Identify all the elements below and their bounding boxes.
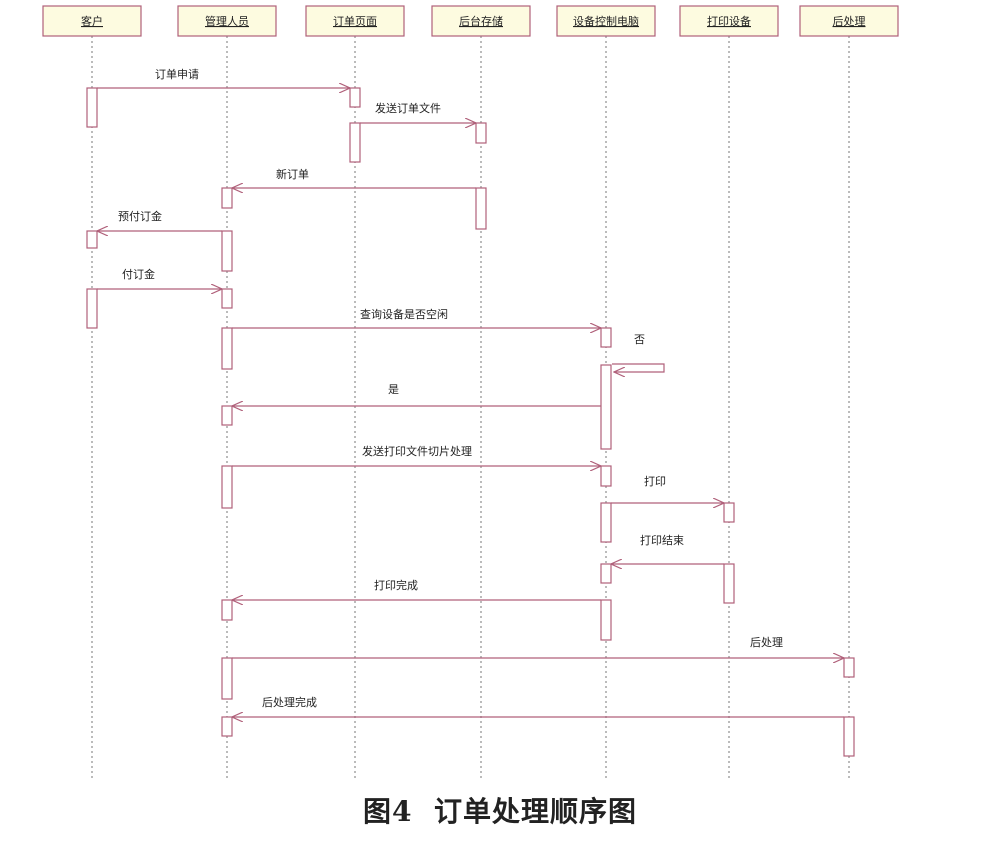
activation-bar-admin [221, 187, 233, 209]
activation-bar-postprocess [843, 716, 855, 757]
activation-bar-admin [221, 599, 233, 621]
activation-bar-customer [86, 230, 98, 249]
message-2-label: 发送订单文件 [375, 101, 441, 115]
message-3-label: 新订单 [276, 167, 309, 181]
activation-bar-backend_storage [475, 122, 487, 144]
activation-bar-device_pc [600, 563, 612, 584]
activation-bar-admin [221, 230, 233, 272]
activation-bar-admin [221, 327, 233, 370]
actor-label-order_page: 订单页面 [333, 15, 377, 28]
message-9-label: 发送打印文件切片处理 [362, 444, 472, 458]
actor-label-device_pc: 设备控制电脑 [573, 14, 639, 28]
activation-bar-device_pc [600, 327, 612, 348]
activation-bar-order_page [349, 122, 361, 163]
message-4-label: 预付订金 [118, 209, 162, 223]
caption-title: 订单处理顺序图 [433, 795, 637, 828]
actor-label-admin: 管理人员 [205, 14, 249, 28]
sequence-diagram: 订单申请发送订单文件新订单预付订金付订金查询设备是否空闲否是发送打印文件切片处理… [42, 5, 899, 778]
actor-box-order_page [305, 5, 405, 37]
message-5-label: 付订金 [122, 267, 155, 281]
activation-bar-customer [86, 87, 98, 128]
activation-bar-order_page [349, 87, 361, 108]
activation-bar-admin [221, 465, 233, 509]
caption-prefix: 图 [362, 795, 392, 828]
activation-bar-backend_storage [475, 187, 487, 230]
actor-box-customer [42, 5, 142, 37]
message-14-label: 后处理完成 [262, 695, 317, 709]
message-6-label: 查询设备是否空闲 [360, 307, 448, 321]
caption-number: 4 [392, 795, 413, 828]
actor-label-customer: 客户 [81, 14, 103, 28]
actor-label-backend_storage: 后台存储 [459, 14, 503, 28]
message-7-label: 否 [634, 333, 645, 346]
activation-bar-printer [723, 563, 735, 604]
message-8-label: 是 [388, 383, 399, 396]
figure-caption: 图4 订单处理顺序图 [0, 790, 1000, 830]
actor-box-device_pc [556, 5, 656, 37]
activation-bar-device_pc [600, 465, 612, 487]
activation-bar-admin [221, 657, 233, 700]
actor-label-postprocess: 后处理 [833, 15, 866, 28]
actor-box-postprocess [799, 5, 899, 37]
actor-box-admin [177, 5, 277, 37]
actor-label-printer: 打印设备 [707, 14, 751, 28]
message-7-arrow [612, 363, 665, 372]
activation-bar-customer [86, 288, 98, 329]
message-13-label: 后处理 [750, 636, 783, 649]
message-1-label: 订单申请 [155, 68, 199, 81]
message-11-label: 打印结束 [640, 533, 684, 547]
message-12-label: 打印完成 [374, 578, 418, 592]
activation-bar-admin [221, 716, 233, 737]
activation-bar-admin [221, 288, 233, 309]
activation-bar-admin [221, 405, 233, 426]
activation-bar-postprocess [843, 657, 855, 678]
activation-bar-printer [723, 502, 735, 523]
activation-bar-device_pc [600, 599, 612, 641]
actor-box-backend_storage [431, 5, 531, 37]
actor-box-printer [679, 5, 779, 37]
activation-bar-device_pc [600, 502, 612, 543]
activation-bar-device_pc [600, 364, 612, 450]
message-10-label: 打印 [644, 474, 666, 488]
